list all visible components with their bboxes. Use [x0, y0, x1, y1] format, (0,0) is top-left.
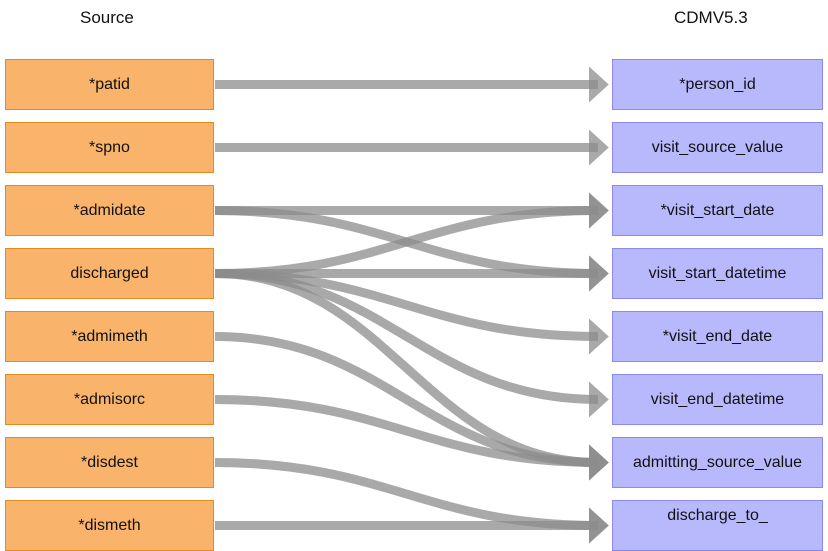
mapping-arrow — [214, 395, 609, 481]
source-field-admisorc[interactable]: *admisorc — [5, 374, 214, 425]
target-field-visit-end-date[interactable]: *visit_end_date — [612, 311, 823, 362]
source-field-disdest[interactable]: *disdest — [5, 437, 214, 488]
source-header: Source — [80, 8, 134, 27]
source-field-dismeth[interactable]: *dismeth — [5, 500, 214, 551]
target-field-person-id[interactable]: *person_id — [612, 59, 823, 110]
mapping-arrow — [214, 192, 609, 278]
source-field-patid[interactable]: *patid — [5, 59, 214, 110]
source-field-admidate[interactable]: *admidate — [5, 185, 214, 236]
target-header: CDMV5.3 — [674, 8, 748, 27]
source-field-spno[interactable]: *spno — [5, 122, 214, 173]
target-field-visit-start-date[interactable]: *visit_start_date — [612, 185, 823, 236]
target-field-visit-start-datetime[interactable]: visit_start_datetime — [612, 248, 823, 299]
source-field-admimeth[interactable]: *admimeth — [5, 311, 214, 362]
target-field-visit-source-value[interactable]: visit_source_value — [612, 122, 823, 173]
source-field-discharged[interactable]: discharged — [5, 248, 214, 299]
target-field-visit-end-datetime[interactable]: visit_end_datetime — [612, 374, 823, 425]
mapping-arrow — [214, 458, 609, 544]
target-field-admitting-source-value[interactable]: admitting_source_value — [612, 437, 823, 488]
target-field-discharge-to[interactable]: discharge_to_ — [612, 500, 823, 551]
